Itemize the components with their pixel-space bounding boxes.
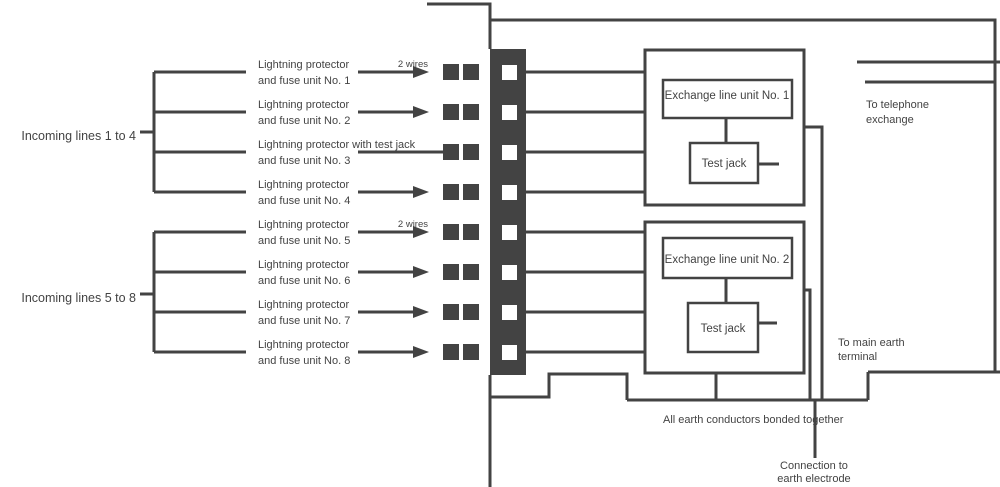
electrode-label-1: Connection to [780, 460, 848, 472]
bottom-right-note-2: terminal [838, 351, 877, 363]
earth-wiring [490, 125, 1000, 458]
strip-terminal-8 [502, 345, 517, 360]
strip-terminal-7 [502, 305, 517, 320]
strip-terminal-5 [502, 225, 517, 240]
row6-terminal-a [443, 264, 459, 280]
row3-label-2: and fuse unit No. 3 [258, 155, 350, 167]
terminal-strip-body [490, 49, 526, 375]
row-arrowheads [413, 66, 429, 358]
row7-label-2: and fuse unit No. 7 [258, 315, 350, 327]
line-unit-1: Exchange line unit No. 1 Test jack [643, 48, 806, 207]
row4-label-1: Lightning protector [258, 179, 349, 191]
row6-label-2: and fuse unit No. 6 [258, 275, 350, 287]
row1-terminal-a [443, 64, 459, 80]
row4-terminal-b [463, 184, 479, 200]
row1-terminal-b [463, 64, 479, 80]
row8-terminal-b [463, 344, 479, 360]
row2-terminal-b [463, 104, 479, 120]
row8-terminal-a [443, 344, 459, 360]
unit1-sub-label: Test jack [702, 158, 747, 170]
strip-earth-wire [490, 372, 629, 400]
strip-terminal-6 [502, 265, 517, 280]
row1-arrowhead [413, 66, 429, 78]
row8-label-2: and fuse unit No. 8 [258, 355, 350, 367]
group-brackets [140, 72, 156, 352]
row2-label-2: and fuse unit No. 2 [258, 115, 350, 127]
strip-feed-wires [427, 2, 997, 487]
strip-terminal-3 [502, 145, 517, 160]
row7-terminal-b [463, 304, 479, 320]
row6-terminal-b [463, 264, 479, 280]
row2-arrowhead [413, 106, 429, 118]
row-wires-left [154, 70, 246, 354]
row3-terminal-a [443, 144, 459, 160]
unit1-main-label: Exchange line unit No. 1 [665, 90, 790, 102]
row4-label-2: and fuse unit No. 4 [258, 195, 350, 207]
row5-wire-note: 2 wires [398, 219, 428, 230]
group2-label: Incoming lines 5 to 8 [21, 291, 136, 305]
row1-label-1: Lightning protector [258, 59, 349, 71]
strip-to-unit-wires [526, 70, 645, 354]
row6-label-1: Lightning protector [258, 259, 349, 271]
row7-terminal-a [443, 304, 459, 320]
electrode-label-2: earth electrode [777, 473, 850, 485]
row8-arrowhead [413, 346, 429, 358]
unit2-earth-wire [804, 288, 812, 400]
sheath-earth-wire [490, 18, 997, 372]
row7-arrowhead [413, 306, 429, 318]
row-arrows [358, 70, 443, 354]
strip-terminal-2 [502, 105, 517, 120]
row5-label-1: Lightning protector [258, 219, 349, 231]
unit2-sub-label: Test jack [701, 323, 746, 335]
terminal-strip [490, 49, 526, 375]
row-labels: Lightning protector and fuse unit No. 1 … [258, 59, 416, 367]
line-unit-2: Exchange line unit No. 2 Test jack [643, 220, 806, 375]
incoming-cable-top [427, 2, 492, 49]
row3-terminal-b [463, 144, 479, 160]
row4-terminal-a [443, 184, 459, 200]
top-right-note-1: To telephone [866, 99, 929, 111]
row5-label-2: and fuse unit No. 5 [258, 235, 350, 247]
row5-terminal-b [463, 224, 479, 240]
row5-terminal-a [443, 224, 459, 240]
row2-terminal-a [443, 104, 459, 120]
row2-label-1: Lightning protector [258, 99, 349, 111]
unit2-sub-box [686, 301, 760, 354]
unit2-enclosure [643, 220, 806, 375]
row7-label-1: Lightning protector [258, 299, 349, 311]
row6-arrowhead [413, 266, 429, 278]
row4-arrowhead [413, 186, 429, 198]
row5-arrowhead [413, 226, 429, 238]
row8-label-1: Lightning protector [258, 339, 349, 351]
group1-label: Incoming lines 1 to 4 [21, 129, 136, 143]
row3-label-1: Lightning protector with test jack [258, 139, 416, 151]
unit1-earth-wire [804, 125, 824, 400]
exchange-pair [857, 60, 1000, 84]
wire-terminal-pairs [443, 64, 479, 360]
row1-wire-note: 2 wires [398, 59, 428, 70]
bottom-right-note-1: To main earth [838, 337, 905, 349]
strip-terminal-1 [502, 65, 517, 80]
top-right-note-2: exchange [866, 114, 914, 126]
earth-bus-caption: All earth conductors bonded together [663, 414, 844, 426]
unit2-main-label: Exchange line unit No. 2 [665, 254, 790, 266]
strip-terminal-4 [502, 185, 517, 200]
row1-label-2: and fuse unit No. 1 [258, 75, 350, 87]
